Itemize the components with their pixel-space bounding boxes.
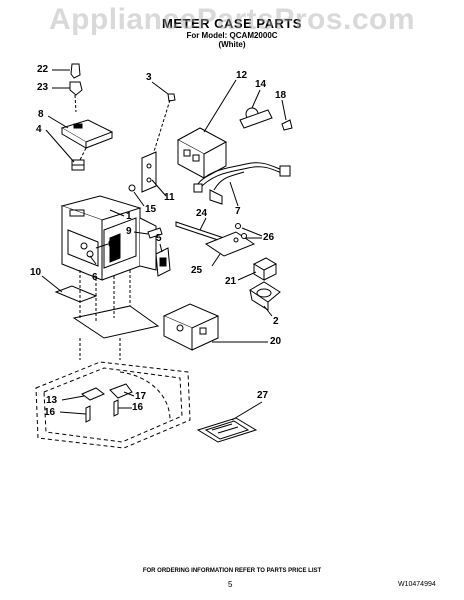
leader-4 <box>45 129 75 163</box>
callout-4: 4 <box>36 124 42 135</box>
leader-26a <box>241 227 263 237</box>
callout-15: 15 <box>145 204 157 215</box>
part-gasket-strip <box>54 285 98 303</box>
leader-3 <box>151 81 169 95</box>
leader-9 <box>133 231 149 235</box>
callout-6a: 6 <box>108 239 114 250</box>
document-number: W10474994 <box>398 581 436 588</box>
callout-1: 1 <box>126 211 132 222</box>
leader-5 <box>159 243 163 253</box>
part-label-card <box>196 417 258 443</box>
callout-6b: 6 <box>92 272 98 283</box>
leader-2 <box>263 305 273 317</box>
callout-17: 17 <box>135 391 147 402</box>
callout-9: 9 <box>126 226 132 237</box>
leader-6a <box>95 243 109 249</box>
callout-8: 8 <box>38 109 44 120</box>
part-screw-16a <box>85 405 91 423</box>
part-fastener-9 <box>147 227 163 239</box>
callout-16b: 16 <box>132 402 144 413</box>
callout-25: 25 <box>191 265 203 276</box>
part-screw-15 <box>128 184 136 192</box>
part-bracket-13 <box>81 387 105 401</box>
part-solenoid-box <box>162 303 220 351</box>
color-line: (White) <box>218 40 246 49</box>
base-outline <box>35 361 191 449</box>
callout-10: 10 <box>30 267 42 278</box>
part-meter-case <box>60 195 157 281</box>
leader-24 <box>199 217 207 231</box>
leader-12 <box>203 79 237 133</box>
part-base-plate <box>72 305 160 339</box>
callout-24: 24 <box>196 208 208 219</box>
callout-16a: 16 <box>44 407 56 418</box>
callout-12: 12 <box>236 70 248 81</box>
part-relay-box <box>176 127 228 179</box>
callout-2: 2 <box>273 316 279 327</box>
part-bracket <box>141 151 157 193</box>
leader-7 <box>229 181 239 207</box>
leader-17 <box>123 391 135 397</box>
leader-13 <box>61 395 85 401</box>
part-bracket-21 <box>252 257 278 281</box>
part-sensor <box>239 107 273 129</box>
callout-3: 3 <box>146 72 152 83</box>
leader-27 <box>231 401 263 421</box>
page-number: 5 <box>228 580 233 589</box>
callout-5: 5 <box>156 233 162 244</box>
model-line: For Model: QCAM2000C <box>186 31 278 40</box>
leader-6b <box>89 255 97 265</box>
leader-18 <box>281 99 287 121</box>
leader-14 <box>251 89 261 109</box>
callout-23: 23 <box>37 82 49 93</box>
leader-1 <box>109 209 125 217</box>
part-wiring-harness <box>193 162 291 205</box>
part-bracket-17 <box>109 383 133 399</box>
part-screw-16b <box>113 399 119 417</box>
callout-22: 22 <box>37 64 49 75</box>
leader-10 <box>41 275 63 293</box>
part-screws-26 <box>235 223 247 239</box>
ordering-note: FOR ORDERING INFORMATION REFER TO PARTS … <box>142 568 322 574</box>
callout-13: 13 <box>46 395 58 406</box>
part-screw-18 <box>281 119 293 131</box>
part-clip <box>71 159 85 171</box>
callout-11: 11 <box>164 192 175 203</box>
callout-7: 7 <box>235 206 241 217</box>
callout-20: 20 <box>270 336 282 347</box>
leader-8 <box>47 115 69 129</box>
leader-25 <box>211 253 221 267</box>
callout-26: 26 <box>263 232 275 243</box>
callout-14: 14 <box>255 79 267 90</box>
leader-16a <box>59 411 87 415</box>
part-knob <box>69 63 83 113</box>
part-cover-plate <box>60 119 114 149</box>
callout-27: 27 <box>257 390 269 401</box>
leader-11 <box>151 179 167 197</box>
part-screw-3 <box>167 93 176 102</box>
leader-15 <box>133 191 145 207</box>
part-switch <box>155 247 171 277</box>
part-cup <box>249 281 281 311</box>
page-title: METER CASE PARTS <box>162 16 302 31</box>
callout-21: 21 <box>225 276 237 287</box>
callout-18: 18 <box>275 90 287 101</box>
leader-21 <box>237 271 257 281</box>
